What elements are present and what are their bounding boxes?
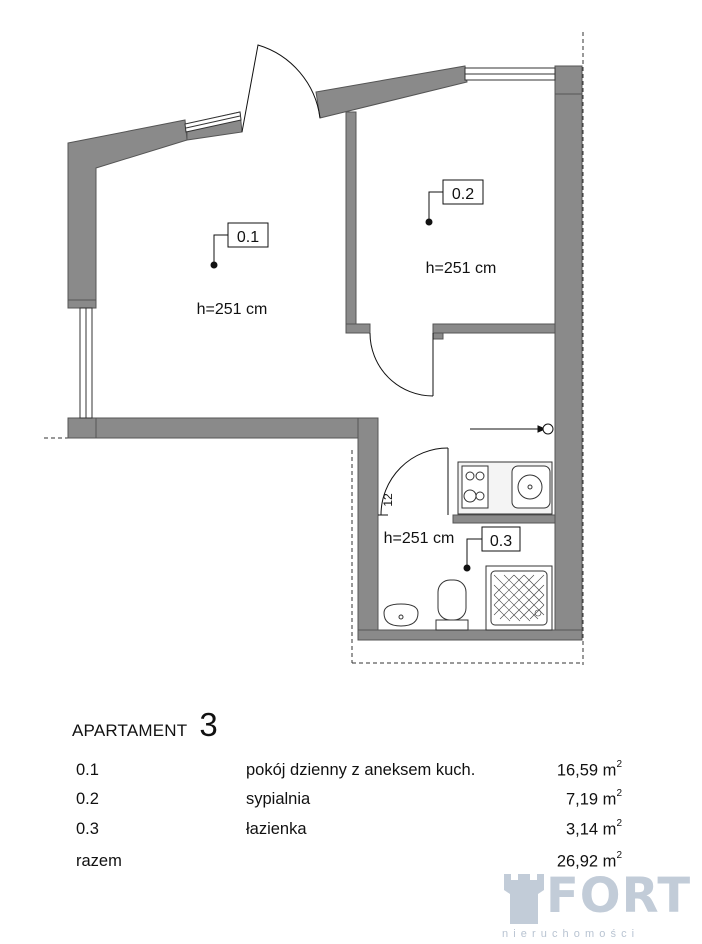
- entrance-door: [241, 44, 321, 133]
- legend-row-name: sypialnia: [246, 790, 311, 808]
- bedroom-door: [369, 332, 434, 397]
- windows: [79, 67, 556, 419]
- legend-row-name: łazienka: [246, 820, 307, 838]
- room-tag-0-1: 0.1 h=251 cm: [197, 222, 269, 318]
- room-height-0-3: h=251 cm: [384, 530, 455, 547]
- dimension-label: 12: [381, 493, 395, 507]
- exterior-dashed-lines: [44, 32, 584, 665]
- legend-row: 0.1 pokój dzienny z aneksem kuch. 16,59 …: [0, 759, 702, 785]
- bathroom-door: [378, 447, 449, 516]
- legend-row-area: 7,19 m2: [565, 788, 622, 810]
- room-code-0-2: 0.2: [452, 186, 474, 203]
- legend-row-area: 16,59 m2: [556, 759, 622, 781]
- apartment-label: APARTAMENT: [72, 721, 188, 740]
- legend-row-total: razem 26,92 m2: [0, 850, 702, 876]
- room-tag-0-3: 0.3 h=251 cm: [384, 526, 521, 572]
- room-code-0-1: 0.1: [237, 229, 259, 246]
- legend-row-code: razem: [76, 852, 122, 870]
- meter-arrow: [470, 423, 554, 435]
- logo-tagline: nieruchomości: [502, 928, 640, 940]
- fort-logo: FORT nieruchomości: [500, 868, 700, 944]
- castle-tower-icon: [504, 874, 544, 924]
- area-unit-exponent: 2: [616, 850, 622, 861]
- kitchenette: [457, 461, 553, 515]
- shower-pattern: [493, 574, 545, 622]
- area-value: 26,92 m: [556, 852, 617, 871]
- room-height-0-1: h=251 cm: [197, 301, 268, 318]
- apartment-title: APARTAMENT 3: [72, 708, 218, 741]
- area-value: 3,14 m: [565, 820, 617, 839]
- legend-row-code: 0.1: [76, 761, 99, 779]
- legend-row: 0.3 łazienka 3,14 m2: [0, 818, 702, 844]
- legend-row-name: pokój dzienny z aneksem kuch.: [246, 761, 476, 779]
- room-code-0-3: 0.3: [490, 533, 512, 550]
- area-value: 16,59 m: [556, 761, 617, 780]
- legend-row-code: 0.3: [76, 820, 99, 838]
- area-value: 7,19 m: [565, 790, 617, 809]
- walls: [67, 65, 583, 641]
- area-unit-exponent: 2: [616, 818, 622, 829]
- area-unit-exponent: 2: [616, 759, 622, 770]
- legend-row-area: 26,92 m2: [556, 850, 622, 872]
- room-height-0-2: h=251 cm: [426, 260, 497, 277]
- area-unit-exponent: 2: [616, 788, 622, 799]
- apartment-number: 3: [199, 706, 218, 743]
- legend-row-code: 0.2: [76, 790, 99, 808]
- floor-plan: 0.1 h=251 cm 0.2 h=251 cm 0.3 h=251 cm 1…: [44, 32, 584, 665]
- room-tag-0-2: 0.2 h=251 cm: [425, 179, 497, 277]
- legend-row: 0.2 sypialnia 7,19 m2: [0, 788, 702, 814]
- legend-row-area: 3,14 m2: [565, 818, 622, 840]
- logo-wordmark: FORT: [546, 868, 692, 924]
